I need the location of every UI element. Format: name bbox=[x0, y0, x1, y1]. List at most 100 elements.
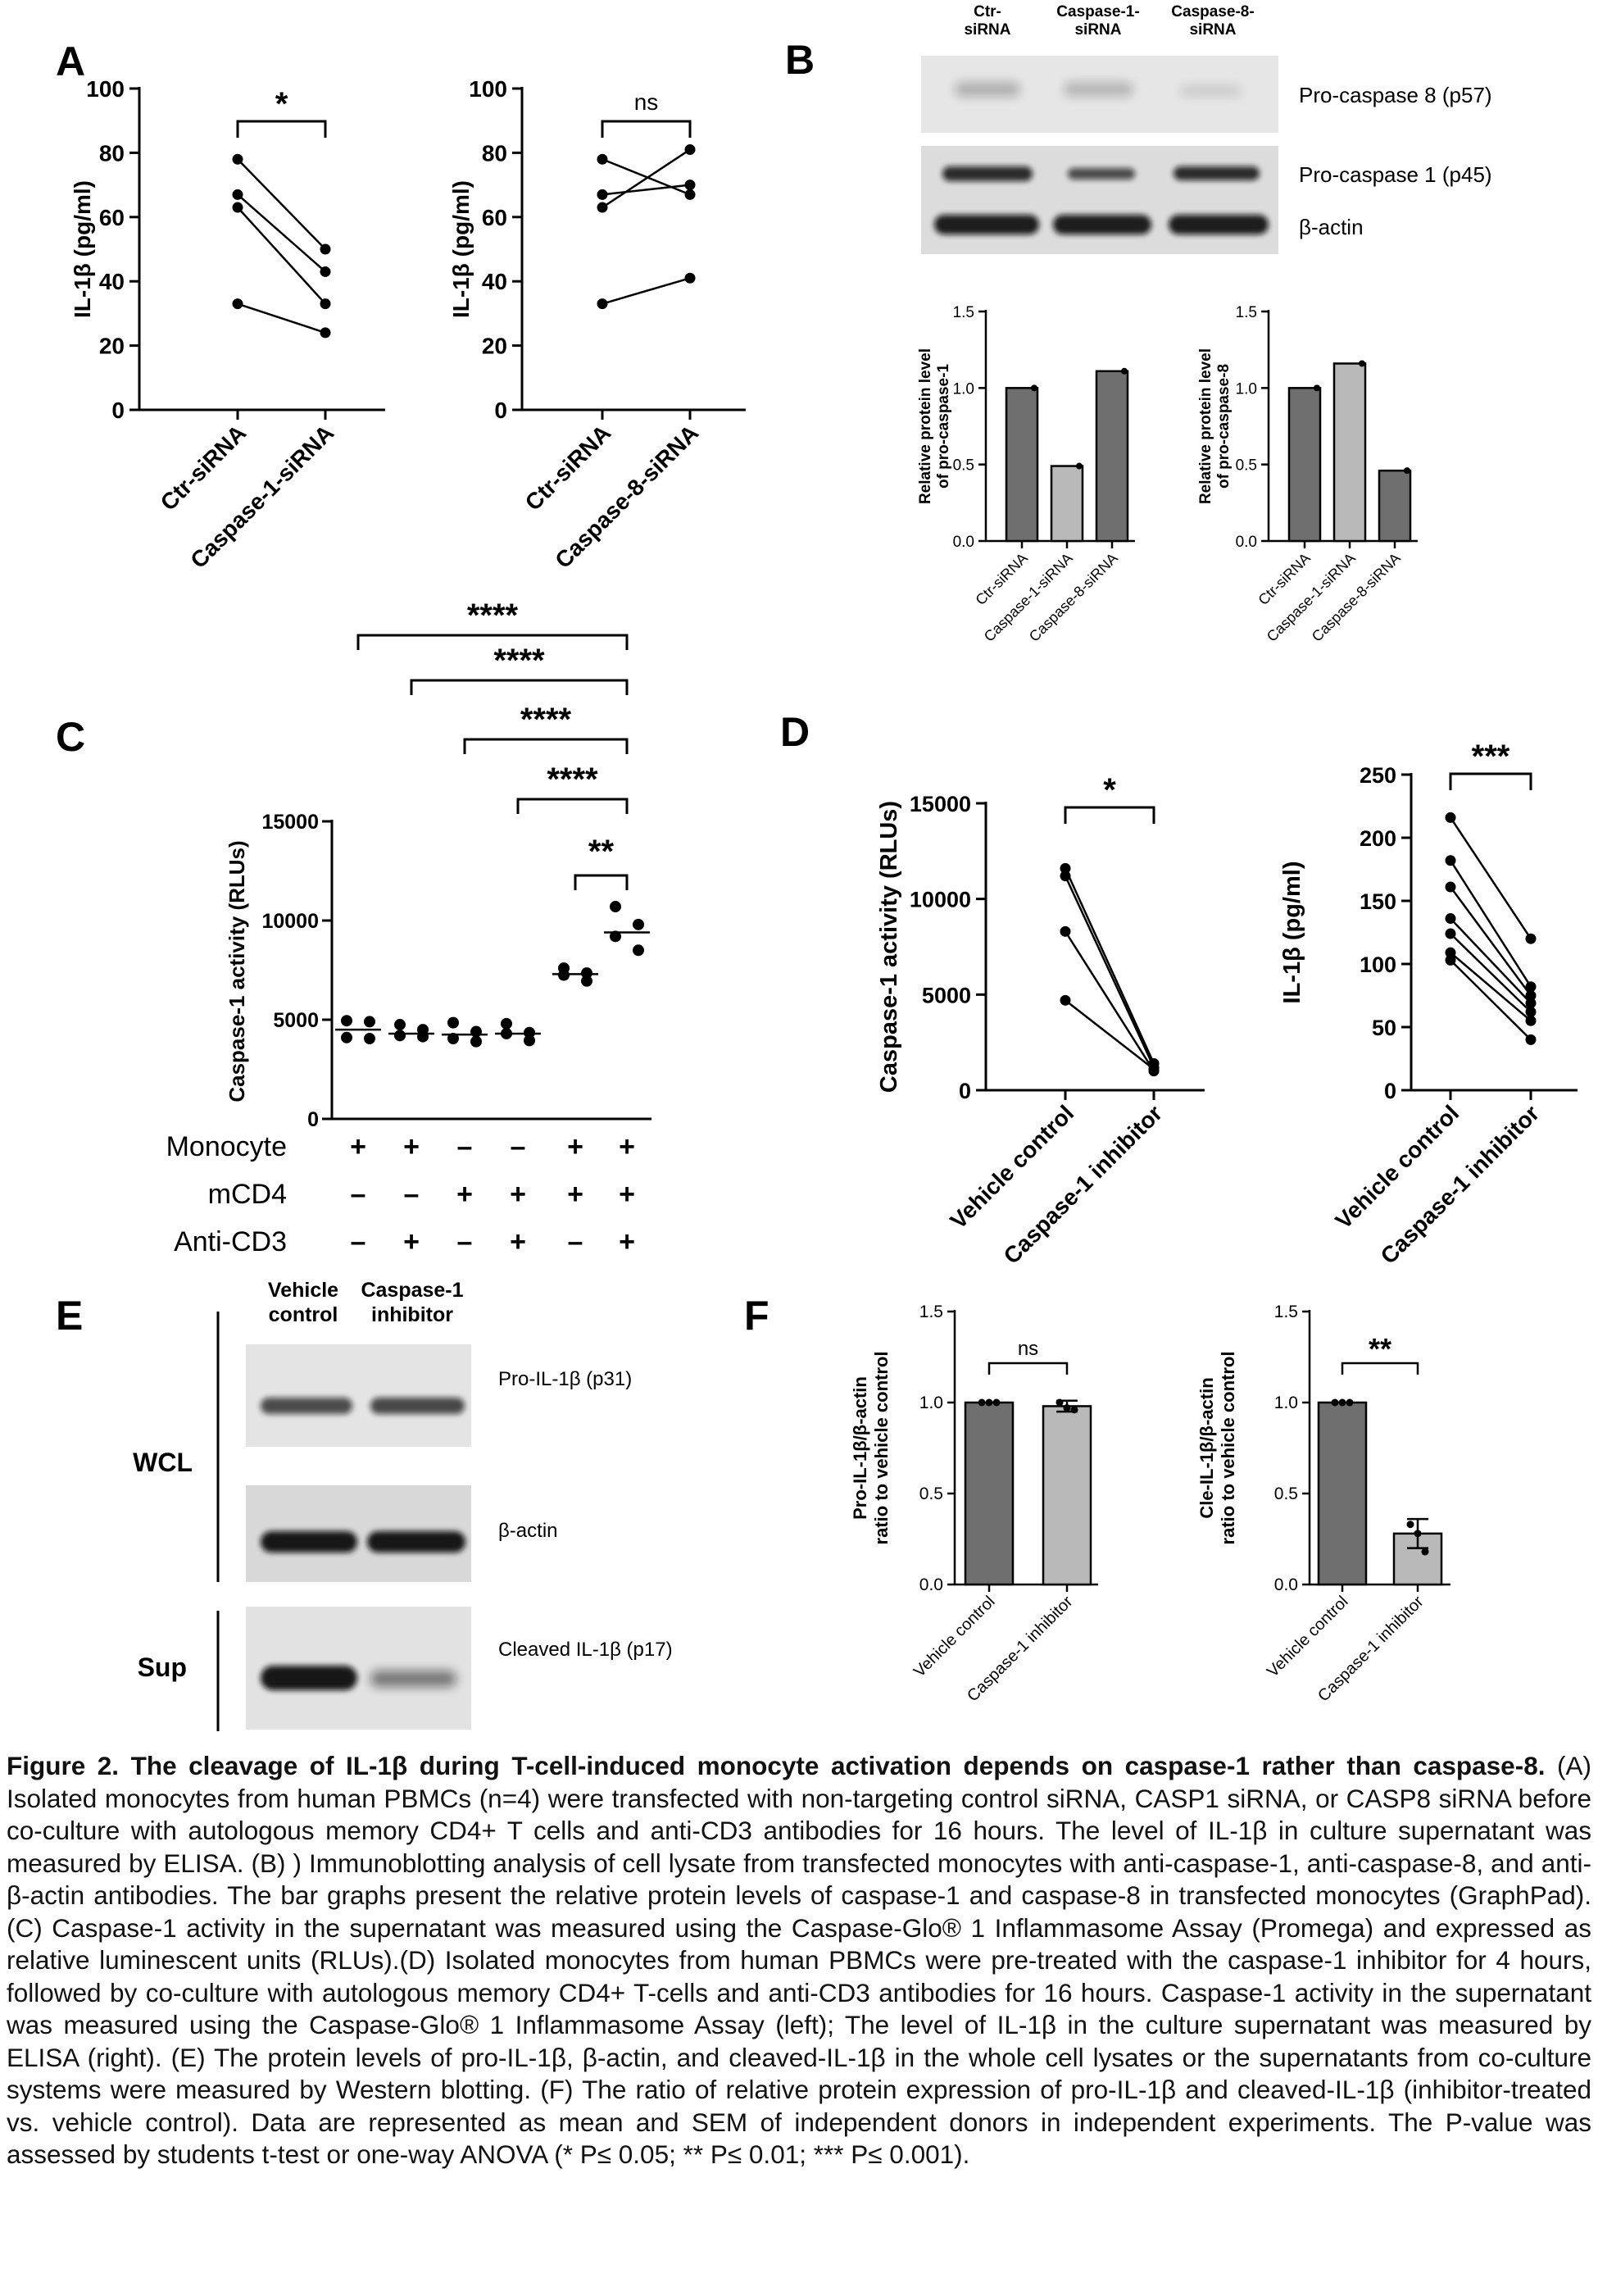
panel-e-lane-label: control bbox=[269, 1303, 338, 1326]
panel-f-right-point bbox=[1338, 1398, 1346, 1407]
panel-b-left-bar bbox=[1005, 387, 1039, 543]
panel-a-right-x-tick-label: Caspase-8-siRNA bbox=[550, 420, 703, 573]
panel-b-right-point bbox=[1359, 360, 1365, 367]
panel-d-right-point bbox=[1445, 881, 1456, 893]
panel-f-right-bar bbox=[1317, 1401, 1368, 1586]
panel-b-left-y-label: of pro-caspase-1 bbox=[935, 364, 952, 489]
panel-d-left-pair-line bbox=[1065, 999, 1155, 1071]
panel-a-left-point bbox=[232, 189, 243, 200]
panel-b-lane-label: Caspase-1- bbox=[1056, 3, 1139, 20]
panel-d-right-y-tick-label: 250 bbox=[1360, 763, 1396, 788]
panel-b-band bbox=[1068, 168, 1135, 180]
panel-d-right-point bbox=[1525, 981, 1537, 993]
panel-c-point bbox=[341, 1031, 352, 1043]
panel-d-right-y-tick-label: 50 bbox=[1372, 1016, 1396, 1040]
panel-e-band bbox=[370, 1671, 456, 1687]
panel-c-point bbox=[581, 967, 592, 980]
panel-b-left-bar bbox=[1050, 465, 1084, 543]
panel-b-right-point bbox=[1314, 384, 1320, 392]
panel-d-right-point bbox=[1445, 812, 1456, 823]
panel-d-right-y-tick-label: 0 bbox=[1384, 1079, 1396, 1103]
panel-c-point bbox=[364, 1016, 375, 1028]
panel-c-sig-bracket bbox=[463, 738, 629, 754]
panel-c-sig-bracket bbox=[516, 798, 629, 814]
panel-f-right-sig-label: ** bbox=[1369, 1332, 1391, 1366]
panel-e-band bbox=[367, 1531, 465, 1553]
panel-d-left-point bbox=[1148, 1063, 1160, 1075]
panel-a-left-point bbox=[320, 243, 331, 255]
panel-d-right-x-tick-label: Caspase-1 inhibitor bbox=[1376, 1100, 1545, 1269]
panel-b-right-bar bbox=[1332, 362, 1367, 543]
panel-c-point bbox=[394, 1019, 406, 1031]
panel-b-left-bar bbox=[1095, 370, 1129, 543]
panel-d-right-sig-label: *** bbox=[1472, 739, 1510, 775]
panel-c-point bbox=[610, 930, 621, 943]
panel-b-band bbox=[942, 166, 1033, 181]
panel-a-left-x-tick-label: Ctr-siRNA bbox=[156, 420, 252, 516]
panel-e-band bbox=[261, 1666, 357, 1690]
panel-d-right-y-tick-label: 100 bbox=[1360, 952, 1396, 977]
panel-b-left-y-tick-label: 1.0 bbox=[953, 380, 974, 398]
panel-c-point bbox=[417, 1030, 429, 1043]
panel-c-condition-sign: – bbox=[351, 1226, 366, 1257]
panel-a-right-point bbox=[684, 189, 696, 200]
panel-d-left-point bbox=[1060, 871, 1071, 882]
panel-d-right-point bbox=[1445, 947, 1456, 958]
panel-e-group-label: Sup bbox=[138, 1653, 187, 1682]
panel-a-right-y-tick-label: 60 bbox=[482, 205, 507, 230]
panel-d-right-point bbox=[1525, 998, 1537, 1009]
panel-c-point bbox=[558, 969, 570, 981]
panel-a-right-y-label: IL-1β (pg/ml) bbox=[448, 180, 474, 318]
panel-e-group-label: WCL bbox=[133, 1448, 193, 1477]
panel-f-left-y-label: Pro-IL-1β/β-actin bbox=[850, 1376, 870, 1520]
panel-a-right-point bbox=[597, 153, 608, 165]
panel-letter-a: A bbox=[56, 39, 85, 84]
panel-b-left-x-tick-label: Caspase-8-siRNA bbox=[1026, 550, 1121, 645]
panel-f-left-point bbox=[985, 1398, 993, 1407]
panel-b-blot-procaspase1-actin bbox=[921, 146, 1278, 254]
panel-d-left-pair-line bbox=[1064, 867, 1155, 1064]
panel-c-condition-sign: + bbox=[403, 1226, 420, 1257]
panel-f-left-y-label: ratio to vehicle control bbox=[871, 1352, 892, 1545]
panel-b-right-y-tick-label: 0.0 bbox=[1236, 534, 1257, 551]
panel-letter-d: D bbox=[780, 709, 810, 755]
panel-a-left-point bbox=[232, 153, 243, 165]
panel-c-condition-sign: + bbox=[510, 1179, 526, 1210]
panel-b-band bbox=[1064, 82, 1133, 97]
panel-letter-f: F bbox=[744, 1293, 769, 1339]
panel-a-right-pair-line bbox=[602, 184, 691, 196]
panel-d-right-pair-line bbox=[1450, 933, 1532, 1013]
panel-f-left-y-tick-label: 0.5 bbox=[919, 1484, 943, 1503]
panel-c-condition-sign: + bbox=[456, 1179, 473, 1210]
panel-c-condition-sign: + bbox=[567, 1131, 583, 1162]
panel-b-left-point bbox=[1076, 462, 1083, 470]
panel-a-right-y-tick-label: 100 bbox=[469, 76, 507, 102]
panel-f-right-y-label: Cle-IL-1β/β-actin bbox=[1196, 1377, 1217, 1518]
panel-a-left-x-tick-label: Caspase-1-siRNA bbox=[185, 420, 338, 573]
panel-d-right-y-tick-label: 200 bbox=[1360, 826, 1396, 851]
panel-c-point bbox=[447, 1016, 459, 1029]
panel-f-left-x-tick-label: Vehicle control bbox=[910, 1593, 999, 1681]
panel-f-right-y-tick-label: 0.5 bbox=[1274, 1484, 1298, 1503]
panel-a-left-pair-line bbox=[237, 193, 326, 273]
panel-d-right-point bbox=[1525, 990, 1537, 1001]
panel-d-left-y-tick-label: 0 bbox=[959, 1079, 971, 1103]
panel-a-left-y-tick-label: 40 bbox=[99, 269, 125, 294]
panel-c-y-tick-label: 0 bbox=[307, 1108, 319, 1131]
panel-c-sig-label: ** bbox=[588, 834, 615, 870]
panel-a-right-pair-line bbox=[602, 158, 691, 196]
panel-f-left-point bbox=[1063, 1404, 1071, 1412]
panel-d-left-sig-label: * bbox=[1103, 772, 1116, 808]
panel-b-right-y-label: Relative protein level bbox=[1197, 348, 1214, 504]
panel-d-left-point bbox=[1060, 862, 1071, 874]
panel-c-condition-sign: + bbox=[510, 1226, 526, 1257]
panel-c-condition-sign: + bbox=[567, 1179, 583, 1210]
panel-c-point bbox=[581, 975, 592, 987]
panel-a-right-point bbox=[597, 298, 608, 310]
panel-d-right-point bbox=[1525, 1034, 1537, 1045]
panel-b-right-bar bbox=[1287, 387, 1322, 543]
panel-b-band bbox=[955, 82, 1020, 97]
panel-c-condition-label: Monocyte bbox=[166, 1131, 287, 1162]
panel-f-left-sig-label: ns bbox=[1018, 1338, 1038, 1360]
